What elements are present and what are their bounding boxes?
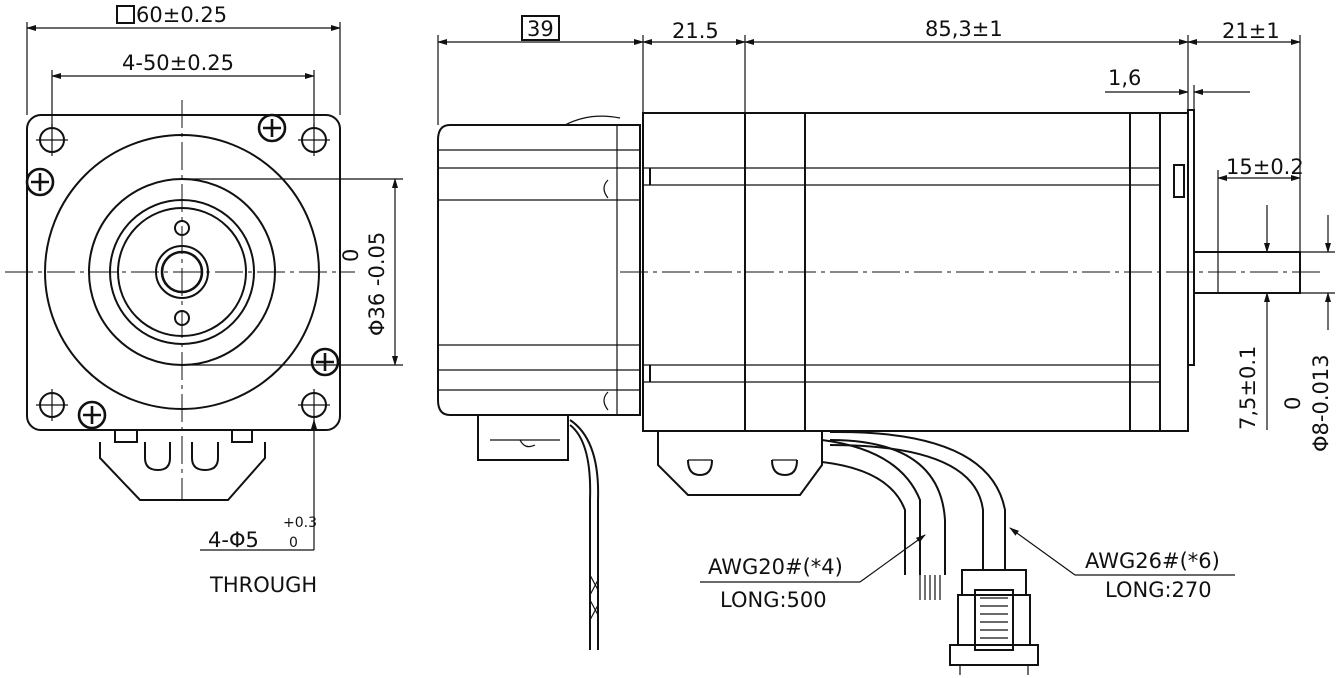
side-view: 39 21.5 85,3±1 21±1 1,6 15±0.2 7,5±0.1 0 [437, 15, 1335, 675]
front-screws [25, 113, 340, 430]
dim-flange-offset-text: 21.5 [672, 19, 719, 43]
dim-flange-thickness-text: 1,6 [1108, 66, 1141, 90]
front-inner-circle-2 [117, 207, 247, 337]
front-small-hole-top [174, 220, 190, 236]
encoder-cable [569, 419, 600, 650]
hole-through-text: THROUGH [209, 573, 317, 597]
motor-connector [657, 431, 823, 496]
motor-wire-leader [859, 534, 926, 583]
dim-pilot-zero: 0 [339, 249, 363, 262]
db-connector [949, 569, 1039, 675]
hole-tol-upper: +0.3 [283, 515, 317, 531]
dim-hole-spacing-text: 4-50±0.25 [122, 51, 234, 75]
hole-tol-lower: 0 [289, 535, 298, 551]
shaft [1194, 251, 1301, 294]
motor-body [642, 109, 1195, 432]
front-outer-circle [44, 134, 320, 410]
encoder-connector [477, 415, 569, 461]
square-symbol [116, 5, 135, 24]
dim-flat-length-text: 15±0.2 [1226, 155, 1304, 179]
front-connector [99, 430, 266, 501]
motor-wire-gauge: AWG20#(*4) [708, 555, 843, 579]
hole-callout-text: 4-Φ5 [208, 528, 259, 552]
dim-flat-depth-text: 7,5±0.1 [1236, 346, 1260, 430]
front-inner-circle-1 [109, 199, 255, 345]
front-view: 60±0.25 4-50±0.25 0 Φ36 -0.05 4-Φ5 +0.3 … [5, 3, 403, 597]
front-shaft-bore [160, 250, 204, 294]
front-shaft-circle [155, 245, 209, 299]
dim-shaft-zero: 0 [1281, 397, 1305, 410]
dim-encoder-text: 39 [527, 17, 554, 41]
motor-wire-length: LONG:500 [720, 588, 827, 612]
encoder-wire-length: LONG:270 [1105, 578, 1212, 602]
motor-wires [821, 430, 1006, 600]
front-small-hole-bottom [174, 310, 190, 326]
front-flange-square [26, 114, 341, 431]
dim-square-text: 60±0.25 [136, 3, 227, 27]
encoder-wire-gauge: AWG26#(*6) [1085, 549, 1220, 573]
dim-shaft-text: 21±1 [1222, 19, 1280, 43]
dim-pilot-text: Φ36 -0.05 [365, 232, 389, 336]
encoder-cap [437, 115, 641, 416]
dim-body-text: 85,3±1 [925, 17, 1003, 41]
encoder-wire-leader [1009, 527, 1076, 576]
dim-shaft-diameter-text: Φ8-0.013 [1309, 354, 1333, 452]
